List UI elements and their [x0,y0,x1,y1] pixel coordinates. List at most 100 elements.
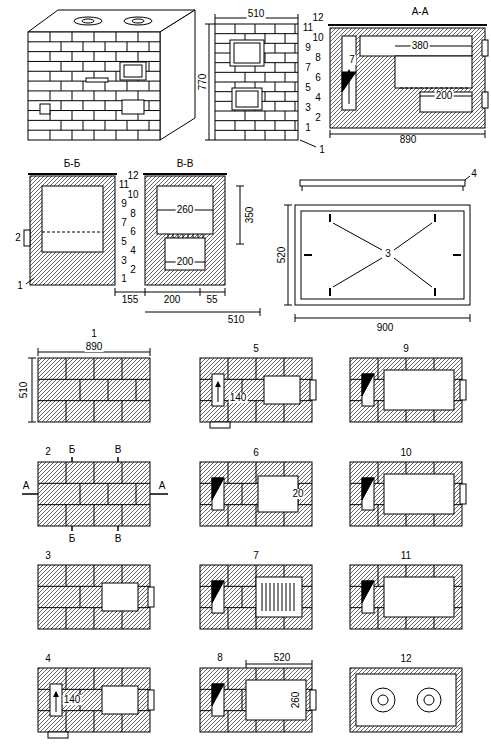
brick-joint [265,34,266,44]
row-number: 11 [302,23,314,33]
brick-joint [228,711,229,732]
grate-bar [173,234,174,238]
smoke-channel [362,581,374,613]
grate-bar [188,234,189,238]
smoke-channel [212,478,224,510]
brick-joint [295,24,296,34]
smoke-channel [362,478,374,510]
brick-joint [285,92,286,102]
brick-joint [138,32,139,42]
brick-joint [275,63,276,73]
brick-joint [127,42,128,52]
brick-joint [66,401,67,422]
plan-number: 8 [216,653,224,663]
door-symbol [310,380,316,400]
grate-bar [193,234,194,238]
cleanout-door [210,422,230,428]
cooking-plate [356,674,456,726]
grate-bar [286,583,287,611]
row-number: 7 [304,63,312,73]
row-number: 8 [129,209,137,219]
brick-joint [378,565,379,586]
row-number: 10 [126,190,139,200]
plan-number: 6 [252,448,260,458]
brick-joint [72,91,73,101]
brick-joint [149,120,150,130]
dimension-label: 520 [273,653,292,663]
grate-bar [282,583,283,611]
brick-joint [61,42,62,52]
brick-joint [127,120,128,130]
brick-joint [72,52,73,62]
dimension-label: 55 [205,295,218,305]
brick-joint [38,379,150,380]
brick-joint [149,42,150,52]
brick-joint [50,52,51,62]
callout-number: 1 [318,145,326,155]
row-number: 10 [311,33,324,43]
section-vv [115,174,260,316]
dimension-label: 890 [399,135,418,145]
brick-course-plan [200,462,312,526]
dimension-label: 380 [411,41,430,51]
brick-joint [245,130,246,140]
burner-ring [417,688,441,712]
brick-joint [275,24,276,34]
row-number: 6 [129,227,137,237]
dimension-label: 770 [198,73,208,92]
brick-joint [80,586,81,607]
brick-joint [116,130,117,140]
brick-joint [105,120,106,130]
row-number: 3 [304,103,312,113]
opening [264,376,300,404]
channel-wedge [212,684,224,706]
brick-joint [256,401,257,422]
brick-joint [61,120,62,130]
brick-joint [80,483,81,504]
brick-joint [138,130,139,140]
plan-number: 10 [399,448,412,458]
dimension-label: 140 [63,695,82,705]
door-symbol [148,587,154,607]
burner-ring [378,695,388,705]
plan-number: 7 [252,551,260,561]
brick-joint [275,121,276,131]
brick-joint [265,53,266,63]
row-number: 5 [304,83,312,93]
dimension-label: 890 [85,342,104,352]
brick-joint [265,92,266,102]
dimension-label: 200 [176,257,195,267]
dimension-label: 510 [247,9,266,19]
section-mark: В [114,534,123,544]
brick-joint [228,505,229,526]
course-outline [38,462,150,526]
brick-joint [228,608,229,629]
opening [384,474,454,514]
brick-joint [38,483,150,484]
brick-joint [50,32,51,42]
dimension-label: 510 [227,315,246,325]
section-aa [328,25,488,138]
dimension-label: 200 [435,91,454,101]
burner-ring [424,695,434,705]
brick-joint [94,462,95,483]
row-number: 4 [129,246,137,256]
brick-joint [275,43,276,53]
brick-joint [285,34,286,44]
row-number: 5 [120,237,128,247]
callout-number: 7 [348,55,356,65]
brick-joint [94,668,95,689]
brick-joint [228,668,229,689]
row-number: 3 [120,256,128,266]
brick-course-plan [350,668,462,732]
brick-joint [295,101,296,111]
brick-joint [228,358,229,379]
opening [246,680,306,720]
plan-number: 12 [399,654,412,664]
row-number: 8 [314,53,322,63]
brick-joint [245,72,246,82]
brick-course-plan [38,565,154,629]
row-number: 2 [314,113,322,123]
dimension-label: 900 [376,323,395,333]
